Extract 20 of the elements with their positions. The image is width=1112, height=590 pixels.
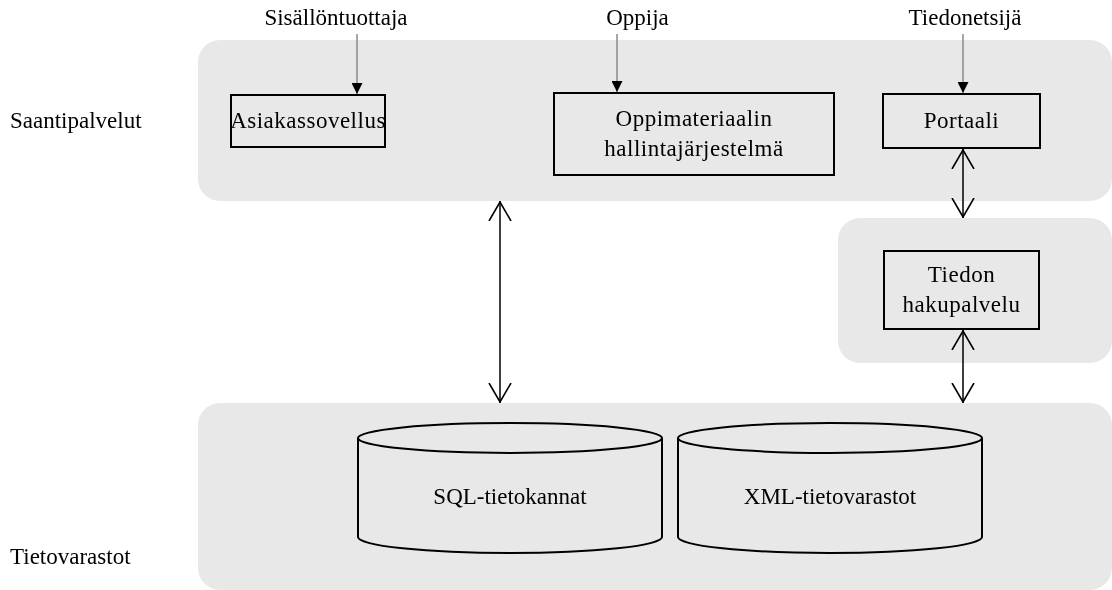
layer-label: Saantipalvelut [10, 108, 142, 134]
process-box: Oppimateriaalin hallintajärjestelmä [553, 92, 835, 176]
double-arrow [951, 148, 975, 219]
database-label: SQL-tietokannat [433, 483, 587, 510]
layer-label: Tietovarastot [10, 544, 131, 570]
database-cylinder [357, 422, 663, 553]
group-band [838, 218, 1112, 363]
actor-label: Tiedonetsijä [880, 2, 1050, 34]
arrow [611, 33, 623, 93]
process-box: Tiedon hakupalvelu [883, 250, 1040, 330]
double-arrow [951, 329, 975, 404]
database-cylinder [677, 422, 983, 553]
process-box: Portaali [882, 93, 1041, 149]
actor-label: Oppija [570, 2, 705, 34]
database-label: XML-tietovarastot [743, 483, 917, 510]
process-box: Asiakassovellus [230, 94, 386, 148]
arrow [957, 33, 969, 94]
double-arrow [488, 200, 512, 404]
arrow [351, 33, 363, 95]
actor-label: Sisällöntuottaja [215, 2, 457, 34]
